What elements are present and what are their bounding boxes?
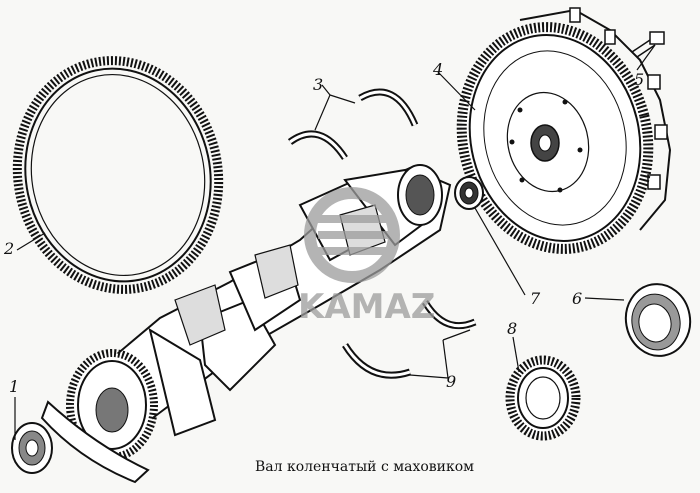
callout-1: 1 (9, 377, 19, 396)
flywheel-bolt (631, 31, 665, 58)
callout-6: 6 (572, 289, 582, 308)
callout-4: 4 (432, 60, 443, 79)
callout-8: 8 (507, 319, 517, 338)
callout-3: 3 (313, 75, 323, 94)
callout-2: 2 (3, 239, 14, 258)
pulley-hub (11, 422, 53, 474)
figure-caption: Вал коленчатый с маховиком (255, 459, 474, 475)
upper-bearing-shells (287, 88, 419, 160)
callout-5: 5 (634, 70, 644, 89)
flywheel (456, 7, 672, 254)
lower-bearing-shells (342, 300, 477, 379)
watermark-text: KAMAZ (298, 287, 435, 327)
timing-gear (505, 355, 581, 441)
leader-lines (14, 44, 656, 440)
ring-gear (12, 56, 224, 294)
callout-7: 7 (530, 289, 541, 308)
oil-seal (624, 283, 692, 357)
pilot-bearing (454, 176, 484, 210)
kamaz-watermark: KAMAZ (298, 187, 435, 327)
callout-9: 9 (446, 372, 456, 391)
